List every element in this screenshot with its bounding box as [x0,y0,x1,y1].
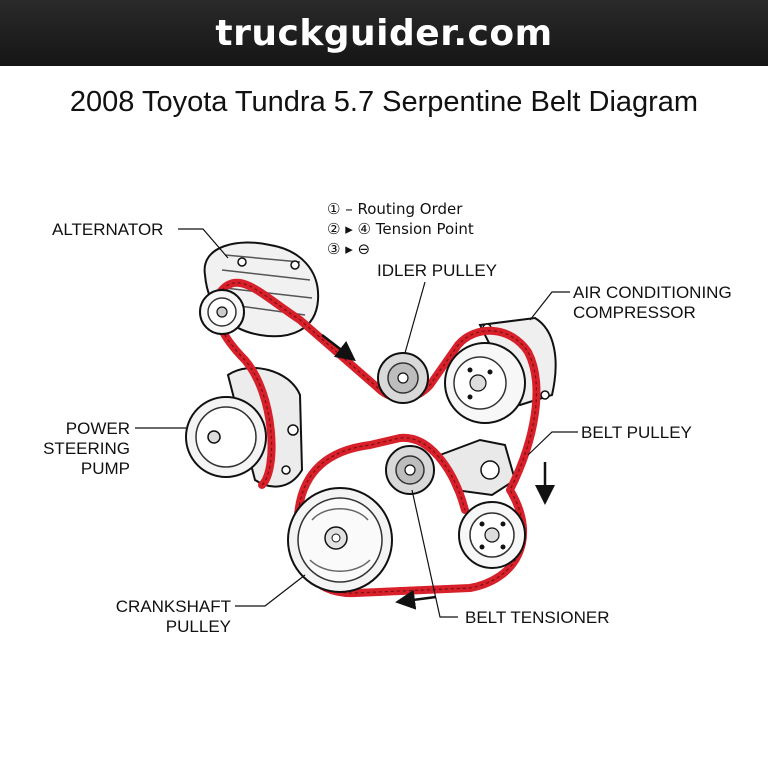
legend-tension-point: ② ▸ ④ Tension Point [327,220,474,238]
leader-alternator [178,228,229,259]
legend-line3: ③ ▸ ⊖ [327,240,370,258]
label-belt-tensioner: BELT TENSIONER [465,608,610,627]
idler-pulley [377,352,429,404]
leader-crankshaft [235,574,306,607]
label-power-steering-3: PUMP [81,459,130,478]
label-power-steering-1: POWER [66,419,130,438]
label-ac-compressor-2: COMPRESSOR [573,303,696,322]
legend-routing-order: ① – Routing Order [327,200,463,218]
leader-ac [529,291,570,321]
direction-arrow-upper [321,334,356,362]
site-name: truckguider.com [215,12,553,54]
label-power-steering-2: STEERING [43,439,130,458]
leader-tensioner [411,489,458,618]
direction-arrow-bottom [395,589,437,610]
leader-lines [135,228,578,618]
leader-idler [404,281,426,354]
label-ac-compressor-1: AIR CONDITIONING [573,283,732,302]
label-idler-pulley: IDLER PULLEY [377,261,497,280]
leader-belt-pulley [527,431,578,456]
label-alternator: ALTERNATOR [52,220,163,239]
label-crankshaft-2: PULLEY [166,617,231,636]
diagram-title: 2008 Toyota Tundra 5.7 Serpentine Belt D… [69,86,699,118]
belt-tensioner-pulley [385,445,435,495]
label-belt-pulley: BELT PULLEY [581,423,692,442]
power-steering-pump [185,366,304,488]
belt-pulley [458,501,526,569]
alternator-pulley [199,289,245,335]
ac-compressor-pulley [444,342,526,424]
label-crankshaft-1: CRANKSHAFT [116,597,231,616]
crankshaft-pulley [287,487,393,593]
site-banner: truckguider.com [0,0,768,66]
